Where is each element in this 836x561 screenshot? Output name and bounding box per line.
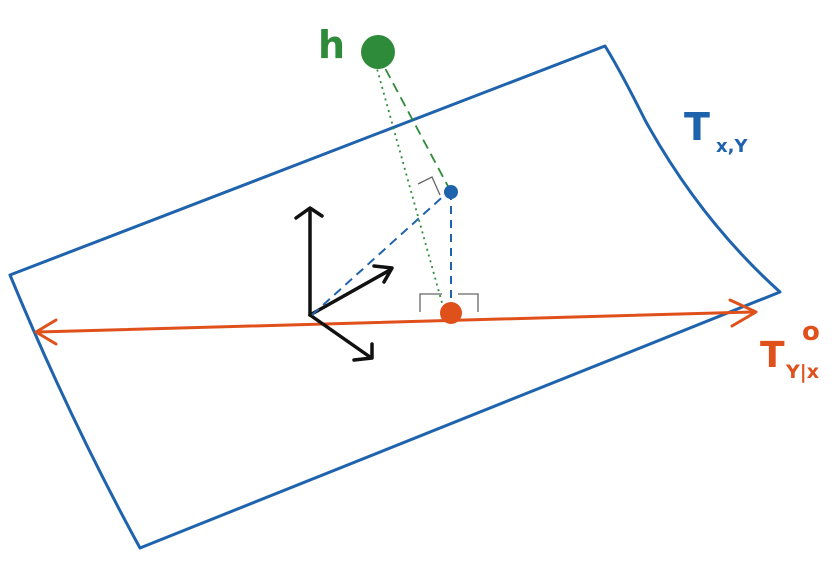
fiber-line-left-arrow <box>34 318 58 346</box>
axis-down-arrowhead <box>352 342 374 362</box>
label-line-super: o <box>802 317 820 347</box>
right-angle-mark-red-left <box>419 293 442 312</box>
label-line-main: T <box>760 335 785 376</box>
point-blue <box>444 185 458 199</box>
right-angle-mark-red-right <box>458 293 479 312</box>
label-plane-sub: x,Y <box>716 136 748 157</box>
origin-to-blue-dashed <box>311 191 449 316</box>
right-angle-mark-blue <box>417 176 441 196</box>
tangent-plane <box>8 44 782 550</box>
h-to-blue-projection <box>377 54 451 191</box>
fiber-line <box>36 310 754 334</box>
label-plane-main: T <box>684 105 710 149</box>
point-red <box>440 302 462 324</box>
right-angle-marks <box>417 176 479 312</box>
basis-axes <box>294 206 394 362</box>
axis-down <box>308 313 372 359</box>
label-h: h <box>318 23 345 67</box>
fiber-line-right-arrow <box>728 298 758 328</box>
label-line-sub: Y|x <box>785 361 819 383</box>
axis-diagonal <box>308 268 392 317</box>
axis-diagonal-arrowhead <box>372 264 394 284</box>
point-h <box>361 35 395 69</box>
h-to-red-projection <box>373 57 445 311</box>
axis-up-arrowhead <box>294 206 324 220</box>
